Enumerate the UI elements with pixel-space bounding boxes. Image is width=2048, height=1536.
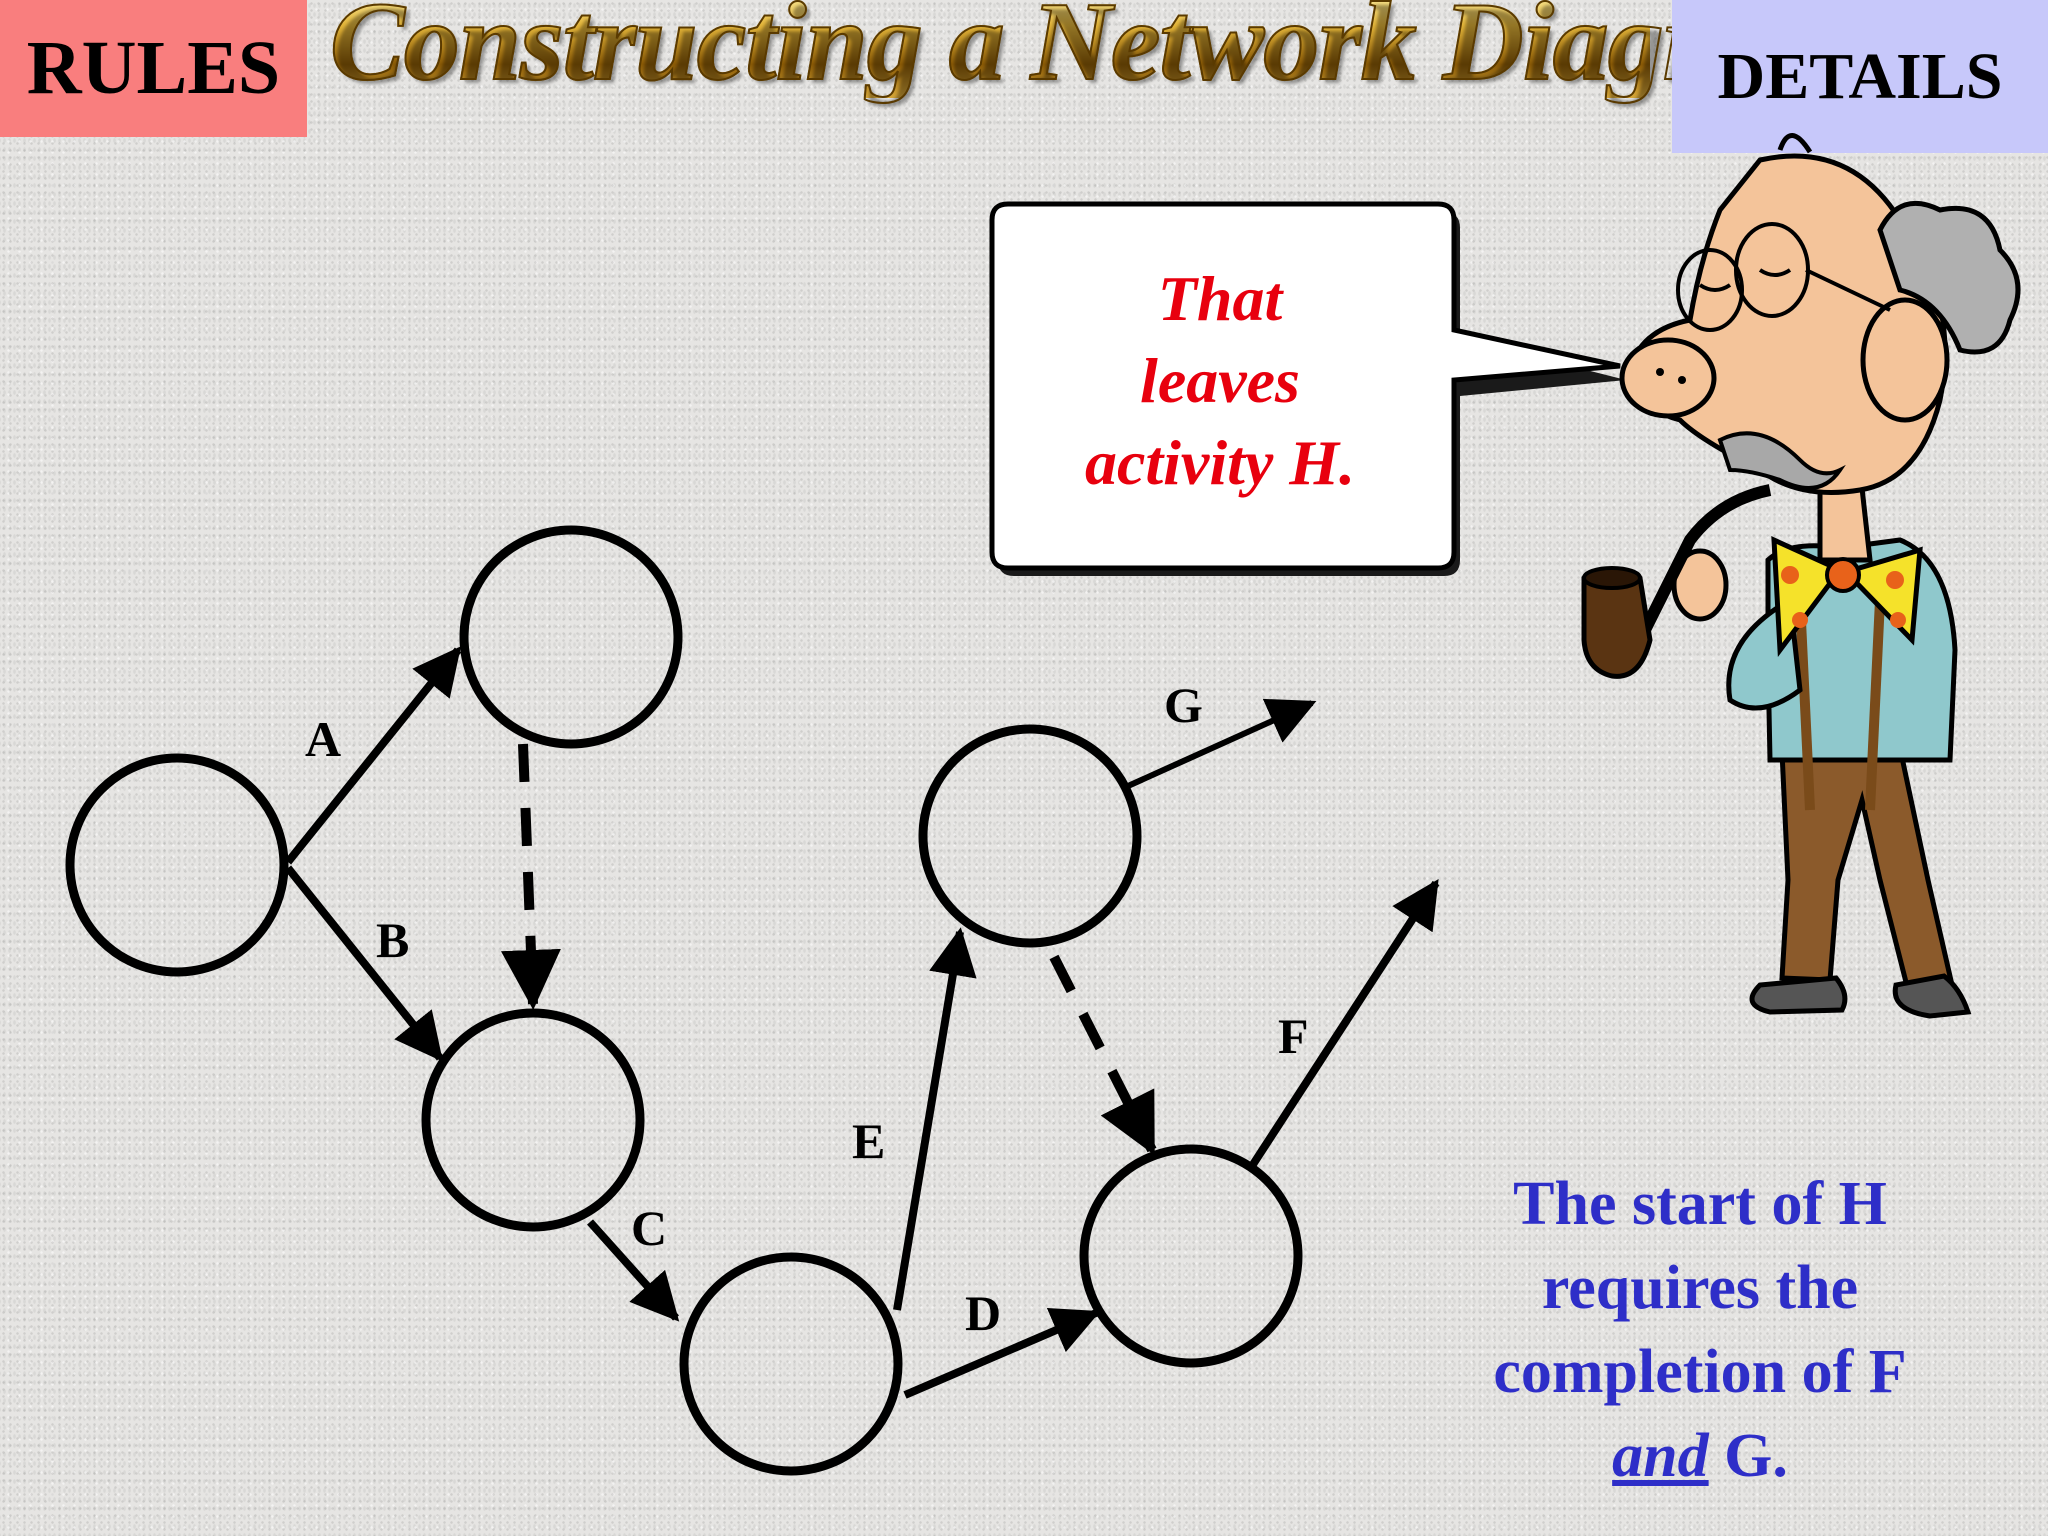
caption-line-2: requires the: [1541, 1254, 1859, 1322]
page-title: Constructing a Network Diagram: [329, 0, 1849, 99]
dummy-edge-1: [500, 743, 561, 1010]
professor-character: [1581, 133, 2021, 1019]
label-d: D: [965, 1285, 1001, 1341]
edge-c: [587, 1219, 680, 1322]
node-4: [679, 1252, 903, 1476]
speech-bubble-text: That leaves activity H.: [1000, 258, 1440, 504]
caption-line-1: The start of H: [1513, 1170, 1887, 1238]
label-g: G: [1164, 677, 1203, 733]
node-1: [65, 753, 289, 977]
edge-f: [1248, 878, 1440, 1169]
bubble-line-1: That: [1157, 263, 1283, 334]
node-6: [1079, 1144, 1303, 1368]
node-2: [459, 525, 683, 749]
caption-and-emphasis: and: [1612, 1422, 1709, 1490]
pipe-icon: [1581, 484, 1772, 679]
label-b: B: [376, 912, 409, 968]
edge-a: [284, 646, 462, 865]
bubble-line-3: activity H.: [1084, 427, 1356, 498]
details-button[interactable]: DETAILS: [1672, 0, 2048, 153]
edge-e: [893, 927, 977, 1311]
edge-g: [1126, 698, 1317, 789]
label-e: E: [852, 1113, 885, 1169]
speech-bubble: [989, 201, 1621, 571]
label-a: A: [305, 711, 341, 767]
edge-d: [903, 1307, 1101, 1399]
dummy-edge-2: [1049, 954, 1157, 1156]
node-5: [918, 724, 1142, 948]
caption-line-4: and G.: [1440, 1414, 1960, 1498]
bow-tie-icon: [1771, 536, 1923, 657]
caption-line-4-rest: G.: [1708, 1422, 1788, 1490]
edge-b: [284, 865, 444, 1062]
caption-text: The start of H requires the completion o…: [1440, 1162, 1960, 1498]
node-3: [421, 1008, 645, 1232]
rules-button[interactable]: RULES: [0, 0, 307, 137]
caption-line-3: completion of F: [1493, 1338, 1907, 1406]
label-c: C: [631, 1200, 667, 1256]
bubble-line-2: leaves: [1140, 345, 1300, 416]
label-f: F: [1278, 1008, 1309, 1064]
